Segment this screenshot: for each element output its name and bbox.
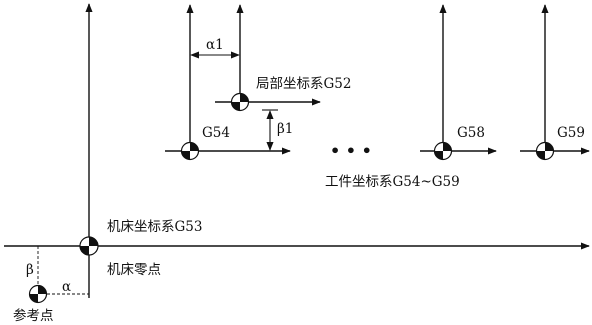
reference-point-icon <box>28 284 48 304</box>
g59-origin-icon <box>535 141 555 161</box>
beta-label: β <box>26 262 34 278</box>
g58-label: G58 <box>457 125 485 141</box>
reference-point-label: 参考点 <box>13 307 54 324</box>
machine-zero-label: 机床零点 <box>107 262 161 278</box>
alpha1-label: α1 <box>206 37 224 53</box>
machine-zero-origin-icon <box>79 236 99 256</box>
workpiece-coordinates-label: 工件坐标系G54~G59 <box>325 174 460 190</box>
g54-label: G54 <box>202 125 230 141</box>
ellipsis-dots: • • • <box>330 141 372 160</box>
alpha-label: α <box>62 279 71 295</box>
g58-origin-icon <box>433 141 453 161</box>
g54-origin-icon <box>180 141 200 161</box>
beta1-label: β1 <box>277 121 293 137</box>
local-coordinate-label: 局部坐标系G52 <box>256 76 351 92</box>
g52-origin-icon <box>230 92 250 112</box>
g59-label: G59 <box>557 125 585 141</box>
machine-coordinates-label: 机床坐标系G53 <box>107 219 202 235</box>
